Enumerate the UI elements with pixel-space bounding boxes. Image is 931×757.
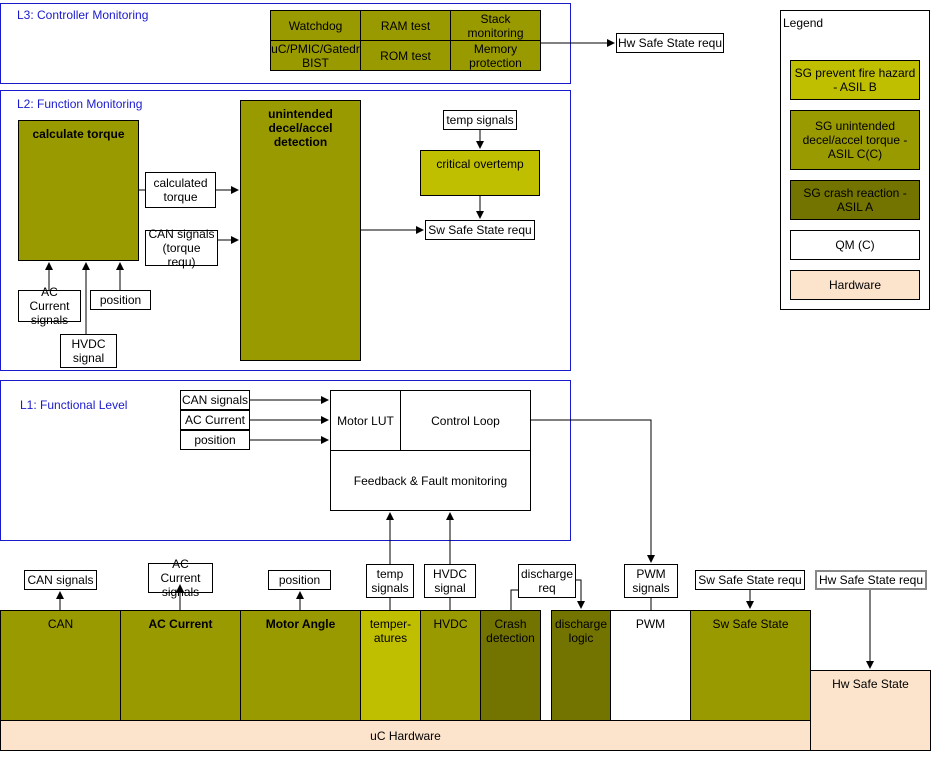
hw-block-ac-current: AC Current [120, 610, 241, 721]
hw-hvdc-signal-label: HVDC signal [424, 564, 476, 598]
l1-title: L1: Functional Level [20, 398, 128, 412]
l2-panel [0, 90, 571, 371]
l3-title: L3: Controller Monitoring [17, 8, 149, 22]
hw-position-label: position [268, 570, 331, 590]
l3-cell-watchdog: Watchdog [270, 10, 361, 41]
hw-block-can: CAN [0, 610, 121, 721]
hw-sw-safe-state-requ-label: Sw Safe State requ [695, 570, 805, 590]
l3-cell-bist: uC/PMIC/Gatedr BIST [270, 40, 361, 71]
l3-cell-stack-monitoring: Stack monitoring [450, 10, 541, 41]
l1-feedback-fault-monitoring: Feedback & Fault monitoring [330, 450, 531, 511]
hw-block-hw-safe-state: Hw Safe State [810, 670, 931, 751]
hw-temp-signals-label: temp signals [366, 564, 414, 598]
l1-panel [0, 380, 571, 541]
l2-critical-overtemp: critical overtemp [420, 150, 540, 196]
legend-asil-c: SG unintended decel/accel torque - ASIL … [790, 110, 920, 170]
l1-input-ac-current: AC Current [180, 410, 250, 430]
l3-hw-safe-state-requ: Hw Safe State requ [616, 33, 724, 53]
l2-temp-signals-label: temp signals [443, 110, 517, 130]
l1-input-position: position [180, 430, 250, 450]
l2-calculate-torque: calculate torque [18, 120, 139, 261]
hw-can-signals-label: CAN signals [24, 570, 97, 590]
l2-can-signals-label: CAN signals (torque requ) [145, 227, 218, 269]
l3-cell-rom-test: ROM test [360, 40, 451, 71]
l3-cell-memory-protection: Memory protection [450, 40, 541, 71]
l1-input-can-signals: CAN signals [180, 390, 250, 410]
l1-motor-lut: Motor LUT [330, 390, 401, 451]
legend-panel [780, 10, 930, 310]
hw-block-temperatures: temper-atures [360, 610, 421, 721]
legend-asil-a: SG crash reaction - ASIL A [790, 180, 920, 220]
legend-title: Legend [783, 16, 824, 30]
legend-hardware: Hardware [790, 270, 920, 300]
hw-discharge-req-label: discharge req [518, 564, 576, 598]
line-crash-to-discharge-req [510, 589, 518, 610]
legend-qm: QM (C) [790, 230, 920, 260]
l2-position-label: position [90, 290, 151, 310]
legend-asil-b: SG prevent fire hazard - ASIL B [790, 60, 920, 100]
hw-block-discharge-logic: discharge logic [551, 610, 611, 721]
arrow-discharge-req-to-logic [576, 579, 585, 609]
hw-pwm-signals-label: PWM signals [624, 564, 678, 598]
arrow-control-loop-to-pwm-signals [531, 419, 655, 563]
hw-block-hvdc: HVDC [420, 610, 481, 721]
l2-unintended-detection: unintended decel/accel detection [240, 100, 361, 361]
hw-block-uc-hardware: uC Hardware [0, 720, 811, 751]
hw-block-sw-safe-state: Sw Safe State [690, 610, 811, 721]
l2-hvdc-label: HVDC signal [60, 334, 117, 368]
l2-calculated-torque-label: calculated torque [145, 172, 216, 208]
l2-sw-safe-state-requ: Sw Safe State requ [425, 220, 535, 240]
l2-title: L2: Function Monitoring [17, 97, 143, 111]
hw-hw-safe-state-requ-label: Hw Safe State requ [815, 570, 927, 590]
